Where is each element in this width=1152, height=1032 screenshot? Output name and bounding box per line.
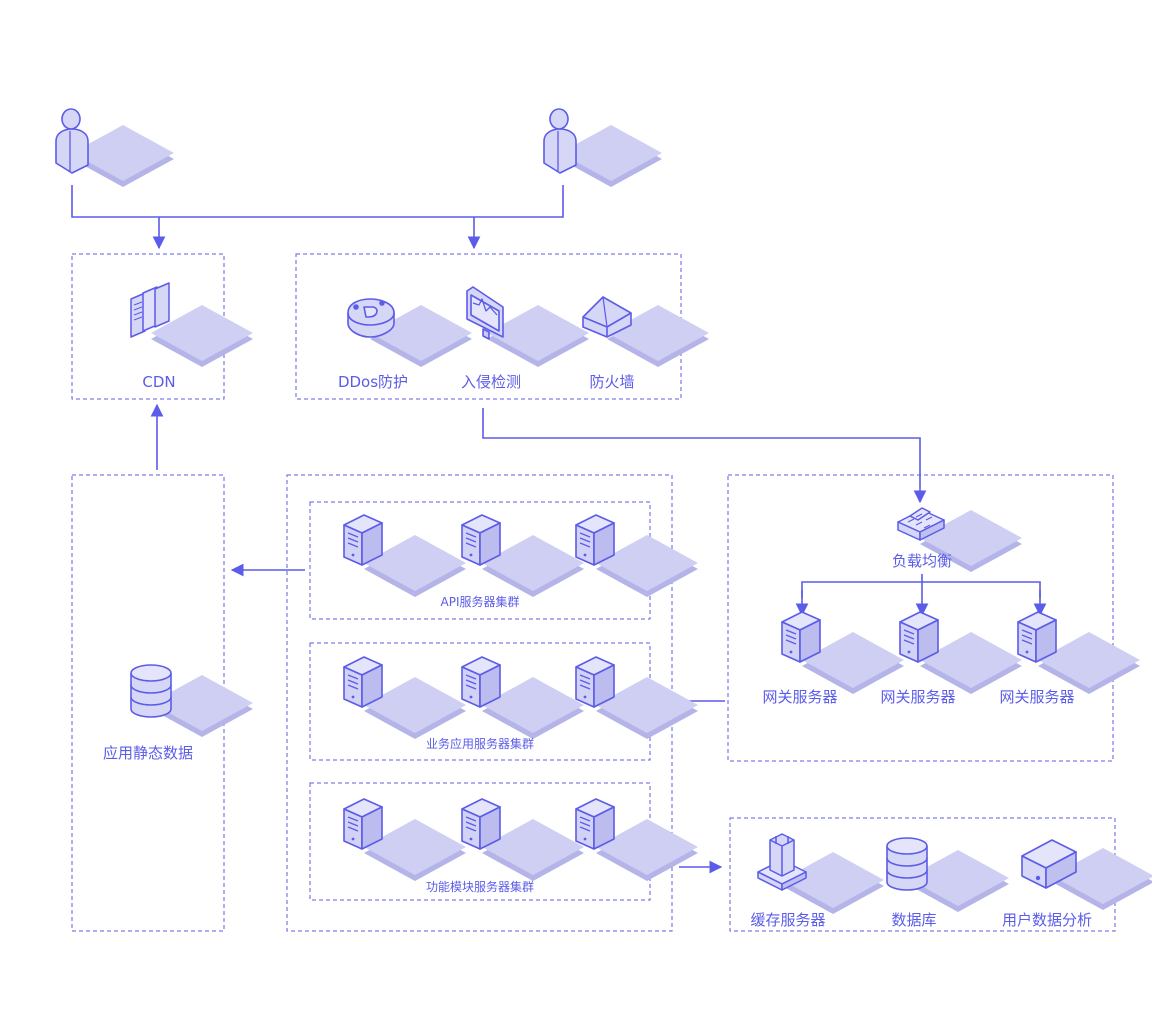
shield-icon [347,298,395,338]
user-icon [543,108,577,174]
static-data-node[interactable] [130,664,253,737]
business-cluster-label: 业务应用服务器集群 [426,736,534,751]
firewall-icon [582,296,632,338]
analytics-box-icon [1021,839,1077,889]
api-cluster-frame [309,501,651,620]
gateway-node-2[interactable] [899,611,1022,694]
load-balancer-label: 负载均衡 [892,552,952,570]
cache-server-icon [757,833,807,891]
module-cluster[interactable] [343,798,698,881]
cache-server-label: 缓存服务器 [750,911,825,929]
database-label: 数据库 [891,911,936,929]
business-cluster[interactable] [343,656,698,739]
gateway-label-1: 网关服务器 [762,688,837,706]
cache-server-node[interactable] [757,833,884,914]
database-node[interactable] [886,837,1009,912]
gateway-node-1[interactable] [781,611,904,694]
arrow-to-load-balancer [482,408,927,504]
users-connector [71,185,564,218]
analytics-node[interactable] [1021,839,1152,910]
business-cluster-frame [309,642,651,761]
cdn-label: CDN [142,373,175,391]
cdn-node[interactable] [130,282,253,367]
static-data-label: 应用静态数据 [103,744,193,762]
server-icon [461,514,501,566]
server-icon [343,798,383,850]
ddos-label: DDos防护 [338,373,408,391]
intrusion-detection-label: 入侵检测 [461,373,521,391]
database-icon [886,837,928,891]
firewall-label: 防火墙 [589,373,634,391]
firewall-node[interactable] [582,296,709,367]
gateway-label-3: 网关服务器 [999,688,1074,706]
server-icon [575,656,615,708]
gateway-label-2: 网关服务器 [880,688,955,706]
server-icon [575,514,615,566]
load-balancer-icon [897,507,945,541]
ddos-node[interactable] [347,298,472,367]
server-icon [461,798,501,850]
server-icon [343,514,383,566]
server-icon [343,656,383,708]
user-icon [55,108,89,174]
gateway-node-3[interactable] [1017,611,1140,694]
analytics-label: 用户数据分析 [1002,911,1092,929]
server-icon [781,611,821,663]
server-icon [461,656,501,708]
server-icon [1017,611,1057,663]
user-node-left[interactable] [55,108,174,187]
database-icon [130,664,172,718]
intrusion-detection-node[interactable] [466,286,589,367]
server-icon [575,798,615,850]
books-icon [130,282,170,338]
api-cluster-label: API服务器集群 [441,594,520,609]
module-cluster-frame [309,782,651,901]
user-node-right[interactable] [543,108,662,187]
module-cluster-label: 功能模块服务器集群 [426,879,534,894]
server-icon [899,611,939,663]
monitor-icon [466,286,504,340]
load-balancer-node[interactable] [897,507,1022,572]
api-cluster[interactable] [343,514,698,597]
